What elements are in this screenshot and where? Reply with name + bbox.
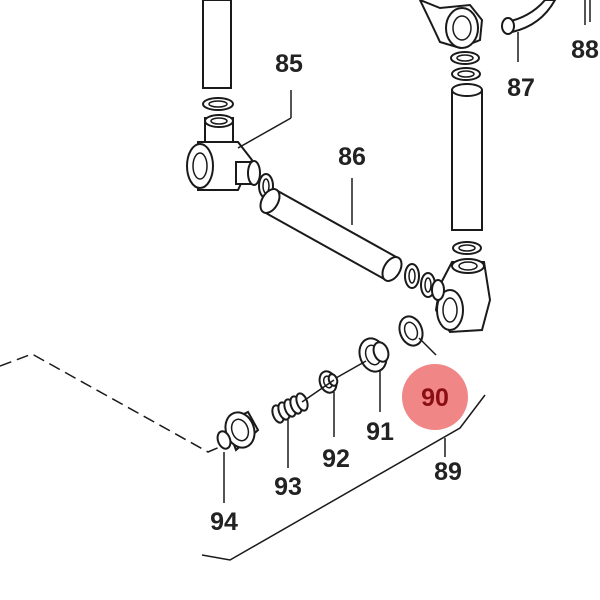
callout-85: 85 — [275, 50, 303, 78]
vertical-pipe-right — [451, 83, 483, 231]
callout-94: 94 — [210, 508, 238, 536]
callout-91: 91 — [366, 418, 394, 446]
o-rings-pipe-86-end — [404, 263, 436, 298]
leader-lines — [223, 0, 586, 503]
valve-body-94 — [216, 410, 260, 452]
bracket-89 — [201, 394, 486, 561]
seal-91 — [358, 337, 390, 373]
callout-92: 92 — [322, 445, 350, 473]
washer-90 — [398, 315, 424, 347]
callout-88: 88 — [571, 36, 599, 64]
callout-86: 86 — [338, 143, 366, 171]
assembly-dashed-line — [0, 353, 223, 453]
disc-92 — [318, 370, 339, 394]
hose-fitting-87 — [501, 0, 557, 35]
elbow-fitting-top-right — [418, 0, 484, 50]
callout-87: 87 — [507, 74, 535, 102]
callout-89: 89 — [434, 458, 462, 486]
elbow-fitting-lower-right — [431, 258, 492, 334]
tee-fitting-85 — [186, 114, 261, 191]
o-ring-left-top — [202, 97, 234, 111]
callout-93: 93 — [274, 473, 302, 501]
spring-93 — [271, 392, 309, 424]
o-ring-right-lower — [452, 241, 482, 255]
pipe-86 — [259, 188, 403, 282]
callout-highlight-circle — [402, 364, 468, 430]
o-rings-top-right — [450, 51, 481, 81]
vertical-pipe-left — [202, 0, 232, 89]
callout-90: 90 — [421, 384, 449, 412]
